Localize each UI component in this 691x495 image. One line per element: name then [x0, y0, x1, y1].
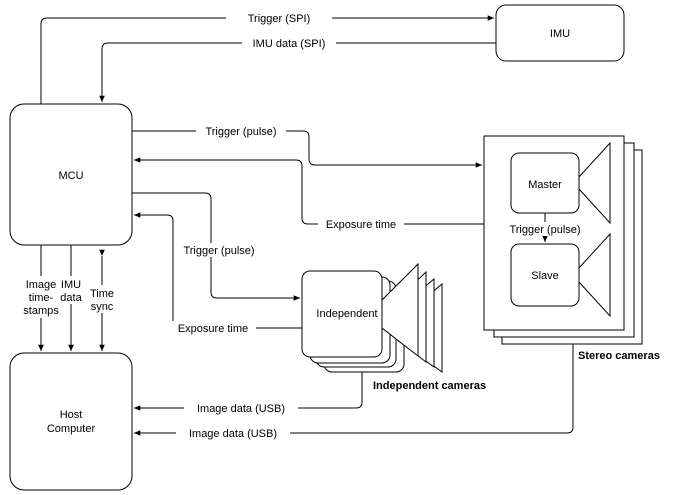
svg-text:Trigger (pulse): Trigger (pulse)	[183, 245, 254, 257]
imu-label: IMU	[550, 28, 570, 40]
image-data-usb-independent-arrow	[134, 372, 363, 411]
trigger-pulse-master-slave-label: Trigger (pulse)	[505, 222, 585, 236]
svg-text:data: data	[60, 292, 82, 304]
svg-text:IMU: IMU	[61, 279, 81, 291]
exposure-time-independent-arrow	[134, 212, 302, 329]
host-label-line2: Computer	[47, 423, 96, 435]
independent-camera: Independent	[301, 262, 419, 358]
stereo-cameras-caption: Stereo cameras	[578, 350, 660, 362]
svg-text:Image: Image	[26, 279, 57, 291]
svg-text:IMU data (SPI): IMU data (SPI)	[253, 38, 326, 50]
host-label-line1: Host	[60, 409, 83, 421]
master-label: Master	[528, 179, 562, 191]
trigger-pulse-stereo-label: Trigger (pulse)	[196, 124, 286, 138]
slave-label: Slave	[531, 270, 559, 282]
svg-text:Exposure time: Exposure time	[326, 219, 396, 231]
trigger-spi-label: Trigger (SPI)	[226, 11, 332, 25]
svg-text:Trigger (pulse): Trigger (pulse)	[205, 126, 276, 138]
exposure-time-stereo-arrow	[134, 157, 484, 225]
image-data-usb-stereo-label: Image data (USB)	[176, 426, 290, 440]
host-computer-block: Host Computer	[9, 352, 133, 491]
independent-cameras-caption: Independent cameras	[373, 380, 486, 392]
image-data-usb-independent-label: Image data (USB)	[184, 401, 298, 415]
svg-text:Time: Time	[90, 288, 114, 300]
exposure-time-independent-label: Exposure time	[170, 321, 256, 335]
imu-data-spi-arrow	[99, 42, 496, 102]
time-sync-label: Time sync	[88, 285, 116, 313]
svg-text:Image data (USB): Image data (USB)	[189, 428, 277, 440]
trigger-spi-arrow	[40, 15, 494, 104]
svg-text:Image data (USB): Image data (USB)	[197, 403, 285, 415]
independent-camera-stack: Independent	[301, 262, 443, 373]
svg-text:Trigger (pulse): Trigger (pulse)	[509, 224, 580, 236]
slave-camera: Slave	[510, 232, 611, 318]
imu-block: IMU	[495, 4, 625, 62]
imu-data-label: IMU data	[59, 276, 83, 304]
svg-text:Exposure time: Exposure time	[178, 323, 248, 335]
svg-text:sync: sync	[91, 301, 114, 313]
stereo-camera-stack: Master Slave	[483, 135, 643, 345]
imu-data-spi-label: IMU data (SPI)	[242, 36, 336, 50]
exposure-time-stereo-label: Exposure time	[318, 217, 404, 231]
image-data-usb-stereo-arrow	[134, 344, 574, 436]
trigger-pulse-stereo-arrow	[132, 130, 482, 168]
svg-text:stamps: stamps	[23, 305, 59, 317]
svg-text:Trigger (SPI): Trigger (SPI)	[248, 13, 311, 25]
trigger-pulse-independent-label: Trigger (pulse)	[176, 243, 262, 257]
independent-label: Independent	[316, 308, 377, 320]
image-timestamps-label: Image time- stamps	[22, 276, 60, 318]
svg-text:time-: time-	[29, 292, 54, 304]
mcu-label: MCU	[58, 170, 83, 182]
mcu-block: MCU	[9, 103, 133, 246]
